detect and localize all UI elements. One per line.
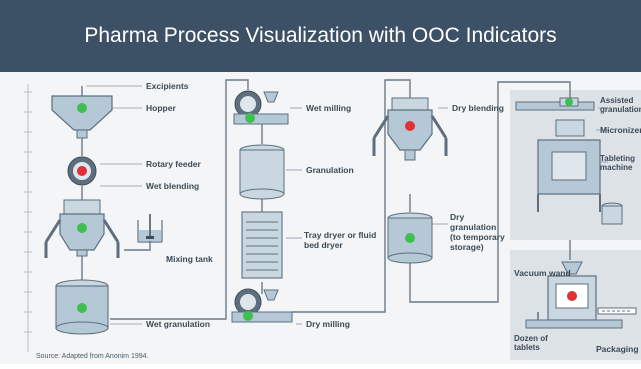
ooc-indicator-dry-mill bbox=[243, 311, 253, 321]
label-hopper: Hopper bbox=[146, 103, 176, 113]
label-excipients: Excipients bbox=[146, 81, 189, 91]
micronizer bbox=[555, 119, 585, 137]
source-note: Source: Adapted from Anonim 1994. bbox=[36, 353, 149, 360]
process-flow-svg: Excipients Hopper Rotary feeder Wet blen… bbox=[24, 79, 641, 360]
label-micronizer: Micronizer bbox=[600, 125, 641, 135]
granulation-unit bbox=[515, 97, 595, 111]
label-packaging: Packaging bbox=[596, 344, 639, 354]
wet-blender bbox=[44, 199, 120, 258]
label-tableting-machine: Tableting machine bbox=[600, 154, 635, 172]
label-tray-dryer: Tray dryer or fluid bed dryer bbox=[304, 230, 377, 250]
dry-blender bbox=[372, 97, 448, 161]
rotary-feeder bbox=[67, 156, 97, 186]
leader-lines bbox=[86, 85, 608, 325]
dry-granulation-storage bbox=[387, 212, 433, 264]
label-dry-granulation: Dry granulation (to temporary storage) bbox=[450, 212, 505, 252]
wet-granulation-vessel bbox=[55, 279, 109, 335]
process-diagram: Excipients Hopper Rotary feeder Wet blen… bbox=[0, 72, 641, 364]
tableting-machine bbox=[537, 139, 623, 225]
ooc-indicator-granulation-unit bbox=[565, 98, 573, 106]
title-banner: Pharma Process Visualization with OOC In… bbox=[0, 0, 641, 72]
wet-mill bbox=[233, 90, 289, 125]
ooc-indicator-wet-mill bbox=[245, 113, 255, 123]
ooc-indicator-rotary-feeder bbox=[77, 166, 87, 176]
label-wet-blending: Wet blending bbox=[146, 181, 199, 191]
label-wet-milling: Wet milling bbox=[306, 103, 351, 113]
flow-lines bbox=[81, 79, 571, 320]
packaging-machine bbox=[525, 261, 637, 329]
label-vacuum-wand: Vacuum wand bbox=[514, 268, 571, 278]
ooc-indicator-wet-blender bbox=[77, 223, 87, 233]
ooc-indicator-dry-granulation-storage bbox=[405, 233, 415, 243]
mixing-tank bbox=[137, 214, 163, 243]
hopper bbox=[51, 95, 113, 139]
label-assisted-granulation: Assisted granulation bbox=[600, 96, 641, 114]
page-title: Pharma Process Visualization with OOC In… bbox=[84, 24, 557, 47]
label-dozen-of-tablets: Dozen of tablets bbox=[514, 334, 548, 352]
ooc-indicator-dry-blender bbox=[405, 121, 415, 131]
tray-dryer bbox=[241, 211, 283, 279]
ooc-indicator-packaging-machine bbox=[567, 291, 577, 301]
left-ruler bbox=[24, 84, 32, 352]
ooc-indicator-hopper bbox=[77, 103, 87, 113]
label-wet-granulation: Wet granulation bbox=[146, 319, 210, 329]
label-granulation: Granulation bbox=[306, 165, 354, 175]
granulation-vessel bbox=[239, 144, 285, 200]
label-rotary-feeder: Rotary feeder bbox=[146, 159, 201, 169]
label-mixing-tank: Mixing tank bbox=[166, 254, 213, 264]
dry-mill bbox=[231, 288, 293, 323]
label-dry-blending: Dry blending bbox=[452, 103, 504, 113]
ooc-indicator-wet-granulation-vessel bbox=[77, 303, 87, 313]
label-dry-milling: Dry milling bbox=[306, 319, 350, 329]
